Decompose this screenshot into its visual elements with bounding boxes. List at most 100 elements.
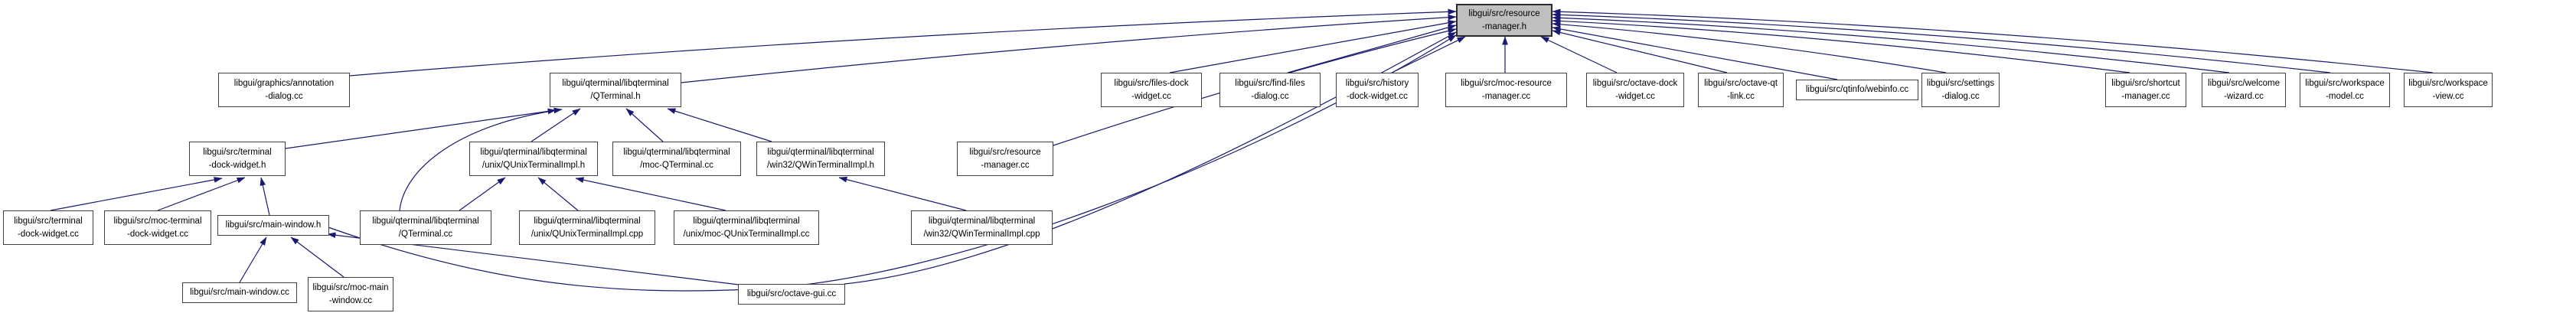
graph-node-label: libgui/graphics/annotation [233,78,335,88]
include-edge-webinfo-cc-to-resource-manager-h [1552,26,1838,80]
graph-node-label: -window.cc [328,295,373,305]
include-edge-workspace-model-cc-to-resource-manager-h [1552,11,2331,73]
graph-node-label: /win32/QWinTerminalImpl.h [767,160,874,170]
graph-node-label: -manager.cc [1481,91,1531,101]
include-edge-moc-qterminal-cc-to-qterminal-h [625,108,664,142]
include-edge-octave-dock-widget-cc-to-resource-manager-h [1540,36,1618,73]
graph-node-label: libgui/src/moc-terminal [113,216,202,226]
include-edge-moc-terminal-dock-widget-cc-to-terminal-dock-widget-h [157,177,246,211]
include-edge-find-files-dialog-cc-to-resource-manager-h [1287,24,1457,73]
graph-node-label: -dialog.cc [265,91,303,101]
include-edge-moc-qunix-terminal-impl-cc-to-qunix-terminal-impl-h [575,177,726,211]
include-edge-workspace-view-cc-to-resource-manager-h [1552,8,2434,73]
graph-node-qunix-terminal-impl-cpp[interactable]: libgui/qterminal/libqterminal/unix/QUnix… [519,210,655,245]
graph-node-moc-qunix-terminal-impl-cc[interactable]: libgui/qterminal/libqterminal/unix/moc-Q… [674,210,819,245]
graph-node-moc-main-window-cc[interactable]: libgui/src/moc-main -window.cc [308,277,393,311]
include-edge-main-window-h-to-terminal-dock-widget-h [260,177,270,216]
graph-node-label: -dock-widget.cc [127,229,188,239]
include-edge-qterminal-cc-to-qunix-terminal-impl-h [459,177,506,211]
graph-node-qwin-terminal-impl-cpp[interactable]: libgui/qterminal/libqterminal/win32/QWin… [911,210,1053,245]
include-edge-terminal-dock-widget-h-to-qterminal-h [285,108,557,149]
graph-node-label: -dock-widget.cc [18,229,79,239]
graph-node-workspace-view-cc[interactable]: libgui/src/workspace-view.cc [2404,73,2493,107]
graph-node-terminal-dock-widget-cc[interactable]: libgui/src/terminal -dock-widget.cc [3,210,93,245]
graph-node-label: /QTerminal.cc [398,229,453,239]
graph-node-label: libgui/src/octave-qt [1704,78,1778,88]
graph-node-main-window-cc[interactable]: libgui/src/main-window.cc [182,282,297,303]
graph-node-label: libgui/src/welcome [2208,78,2280,88]
graph-node-history-dock-widget-cc[interactable]: libgui/src/history -dock-widget.cc [1336,73,1419,107]
graph-node-find-files-dialog-cc[interactable]: libgui/src/find-files-dialog.cc [1219,73,1321,107]
graph-node-label: -widget.cc [1615,91,1655,101]
graph-node-label: libgui/qterminal/libqterminal [767,147,874,157]
include-edge-terminal-dock-widget-cc-to-terminal-dock-widget-h [50,177,223,211]
graph-node-label: -widget.cc [1131,91,1171,101]
graph-node-label: libgui/qterminal/libqterminal [534,216,641,226]
graph-node-octave-qt-link-cc[interactable]: libgui/src/octave-qt -link.cc [1698,73,1784,107]
graph-node-shortcut-manager-cc[interactable]: libgui/src/shortcut-manager.cc [2105,73,2186,107]
graph-node-qunix-terminal-impl-h[interactable]: libgui/qterminal/libqterminal/unix/QUnix… [469,142,598,176]
include-edge-files-dock-widget-cc-to-resource-manager-h [1169,20,1457,73]
graph-node-label: libgui/src/settings [1926,78,1995,88]
graph-node-label: -manager.h [1481,21,1527,31]
graph-node-welcome-wizard-cc[interactable]: libgui/src/welcome -wizard.cc [2202,73,2286,107]
graph-node-main-window-h[interactable]: libgui/src/main-window.h [217,215,329,236]
graph-node-moc-terminal-dock-widget-cc[interactable]: libgui/src/moc-terminal -dock-widget.cc [104,210,211,245]
graph-node-label: -dock-widget.cc [1347,91,1408,101]
graph-node-label: -wizard.cc [2224,91,2264,101]
graph-node-label: libgui/src/terminal [203,147,272,157]
graph-node-label: libgui/qterminal/libqterminal [623,147,730,157]
graph-node-settings-dialog-cc[interactable]: libgui/src/settings -dialog.cc [1921,73,2000,107]
graph-node-octave-dock-widget-cc[interactable]: libgui/src/octave-dock -widget.cc [1586,73,1684,107]
include-edge-qterminal-h-to-resource-manager-h [681,14,1457,83]
graph-node-label: libgui/src/workspace [2305,78,2385,88]
include-edge-settings-dialog-cc-to-resource-manager-h [1552,21,1947,73]
graph-node-label: /unix/moc-QUnixTerminalImpl.cc [683,229,810,239]
graph-node-label: libgui/src/octave-dock [1592,78,1678,88]
graph-node-label: libgui/qterminal/libqterminal [562,78,669,88]
graph-node-label: /win32/QWinTerminalImpl.cpp [923,229,1040,239]
graph-node-resource-manager-h[interactable]: libgui/src/resource -manager.h [1456,4,1552,37]
include-edge-qunix-terminal-impl-cpp-to-qunix-terminal-impl-h [537,177,579,211]
graph-node-moc-resource-manager-cc[interactable]: libgui/src/moc-resource-manager.cc [1445,73,1567,107]
graph-node-label: -link.cc [1727,91,1755,101]
graph-node-label: libgui/qterminal/libqterminal [480,147,587,157]
graph-node-label: -dialog.cc [1941,91,1980,101]
graph-node-terminal-dock-widget-h[interactable]: libgui/src/terminal -dock-widget.h [189,142,286,176]
include-edge-shortcut-manager-cc-to-resource-manager-h [1552,18,2130,73]
graph-node-octave-gui-cc[interactable]: libgui/src/octave-gui.cc [738,284,845,305]
include-edge-qterminal-cc-to-qterminal-h [399,107,563,211]
graph-node-webinfo-cc[interactable]: libgui/src/qtinfo/webinfo.cc [1796,80,1918,100]
graph-node-label: libgui/src/moc-main [312,282,389,292]
include-edge-history-dock-widget-cc-to-resource-manager-h [1391,36,1466,73]
graph-node-files-dock-widget-cc[interactable]: libgui/src/files-dock -widget.cc [1101,73,1202,107]
graph-node-label: libgui/src/files-dock [1114,78,1189,88]
graph-node-label: -model.cc [2326,91,2364,101]
graph-node-label: libgui/src/octave-gui.cc [746,289,837,298]
graph-node-label: -dialog.cc [1251,91,1289,101]
graph-node-label: /moc-QTerminal.cc [640,160,713,170]
graph-node-label: -dock-widget.h [208,160,266,170]
include-edge-qwin-terminal-impl-cpp-to-qwin-terminal-impl-h [838,176,967,211]
graph-node-label: libgui/src/shortcut [2111,78,2180,88]
graph-node-qwin-terminal-impl-h[interactable]: libgui/qterminal/libqterminal/win32/QWin… [756,142,885,176]
include-edge-moc-main-window-cc-to-main-window-h [290,236,344,278]
graph-node-label: libgui/src/history [1345,78,1409,88]
include-edge-annotation-dialog-cc-to-resource-manager-h [349,8,1457,77]
graph-node-label: libgui/qterminal/libqterminal [372,216,479,226]
graph-node-moc-qterminal-cc[interactable]: libgui/qterminal/libqterminal/moc-QTermi… [612,142,741,176]
include-edge-welcome-wizard-cc-to-resource-manager-h [1552,15,2230,73]
graph-node-label: libgui/src/terminal [14,216,83,226]
graph-node-workspace-model-cc[interactable]: libgui/src/workspace -model.cc [2300,73,2390,107]
graph-node-qterminal-h[interactable]: libgui/qterminal/libqterminal/QTerminal.… [550,73,681,107]
graph-node-label: libgui/src/workspace [2408,78,2488,88]
graph-node-label: /unix/QUnixTerminalImpl.cpp [531,229,644,239]
graph-node-resource-manager-cc[interactable]: libgui/src/resource-manager.cc [957,142,1053,176]
graph-node-qterminal-cc[interactable]: libgui/qterminal/libqterminal/QTerminal.… [360,210,491,245]
graph-node-label: libgui/src/resource [1468,8,1540,18]
graph-node-label: libgui/qterminal/libqterminal [693,216,800,226]
graph-node-annotation-dialog-cc[interactable]: libgui/graphics/annotation -dialog.cc [218,73,350,107]
graph-node-label: -manager.cc [981,160,1030,170]
